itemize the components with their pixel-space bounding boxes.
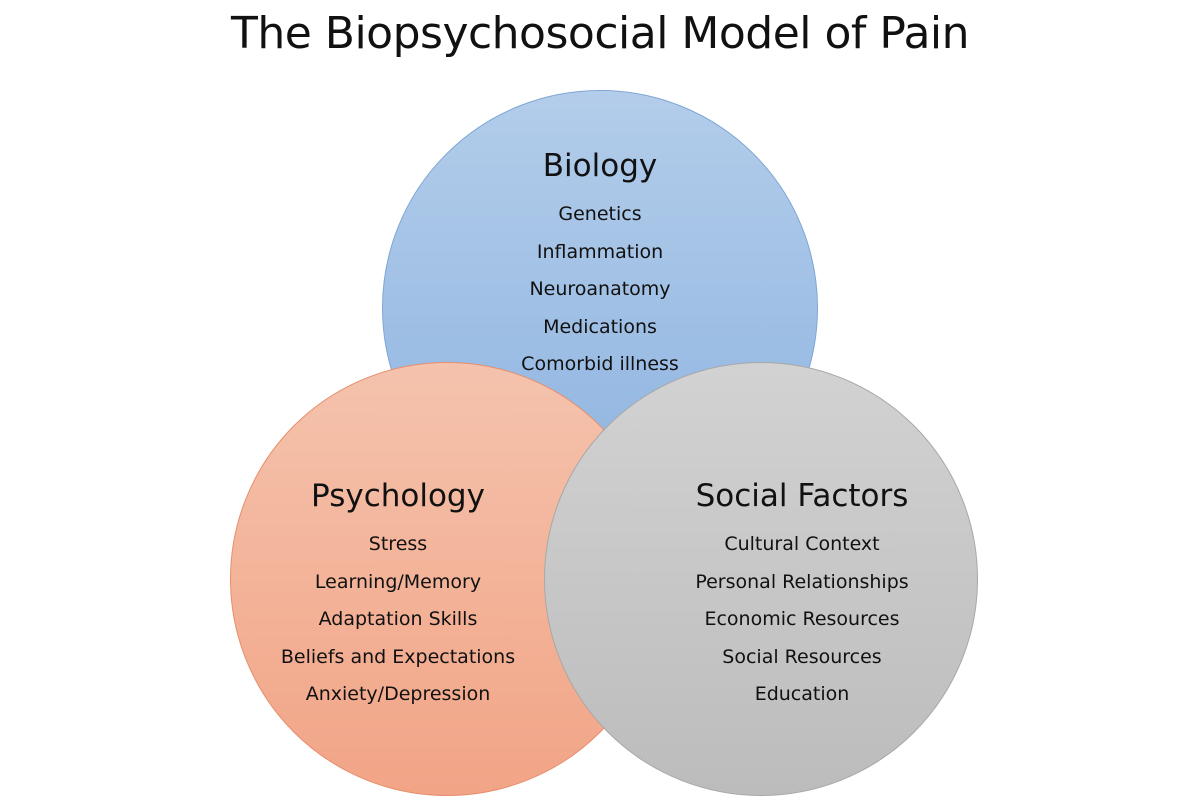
biology-item: Inflammation	[536, 240, 664, 263]
social-factors-item: Social Resources	[722, 645, 882, 668]
social-factors-circle	[544, 362, 978, 796]
social-factors-item: Education	[754, 683, 850, 705]
social-factors-item: Economic Resources	[704, 608, 900, 630]
psychology-group: Psychology Stress Learning/Memory Adapta…	[248, 474, 548, 714]
biology-item: Genetics	[558, 203, 642, 225]
psychology-item: Anxiety/Depression	[305, 683, 491, 705]
social-factors-item: Cultural Context	[724, 533, 880, 555]
psychology-item: Beliefs and Expectations	[280, 645, 516, 668]
biology-group: Biology Genetics Inflammation Neuroanato…	[450, 144, 750, 384]
biology-item: Comorbid illness	[521, 353, 679, 375]
biology-item: Neuroanatomy	[529, 278, 671, 300]
social-factors-item: Personal Relationships	[695, 570, 909, 593]
psychology-item: Stress	[368, 533, 428, 555]
social-factors-group: Social Factors Cultural Context Personal…	[652, 474, 952, 714]
psychology-item: Adaptation Skills	[318, 608, 478, 630]
biology-heading: Biology	[542, 148, 658, 184]
social-factors-heading: Social Factors	[695, 478, 909, 514]
psychology-heading: Psychology	[311, 478, 485, 514]
psychology-item: Learning/Memory	[314, 570, 482, 593]
biology-item: Medications	[543, 315, 657, 338]
diagram-title: The Biopsychosocial Model of Pain	[230, 8, 970, 59]
